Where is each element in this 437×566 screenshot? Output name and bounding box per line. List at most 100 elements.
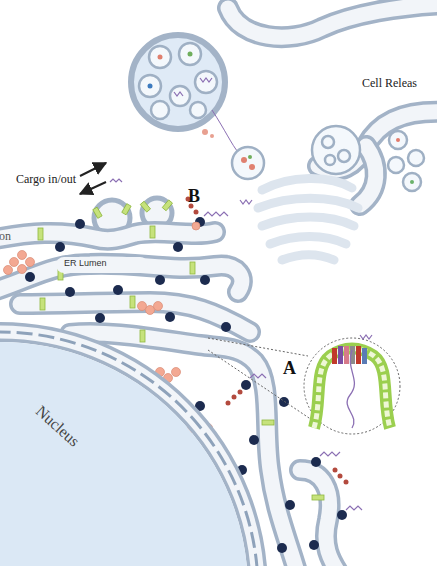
er-membrane xyxy=(300,470,340,566)
vesicle-cargo xyxy=(248,155,252,159)
complex-subunit xyxy=(362,348,367,364)
translocon xyxy=(190,262,195,274)
golgi-cisterna xyxy=(262,217,354,226)
golgi-cisterna xyxy=(262,178,352,190)
translocon xyxy=(40,298,45,310)
ribosome xyxy=(65,287,75,297)
mrna-strand xyxy=(240,200,252,204)
complex-subunit xyxy=(332,348,337,364)
ribosome xyxy=(337,510,347,520)
exosome xyxy=(389,131,407,149)
translocon xyxy=(162,200,172,211)
chain-bead xyxy=(232,395,237,400)
ribosome xyxy=(249,435,259,445)
exosome xyxy=(408,150,424,166)
exosome-cargo xyxy=(396,138,400,142)
chain-bead xyxy=(238,390,243,395)
plasma-membrane-inner xyxy=(228,4,437,37)
aggregate-bead xyxy=(154,302,163,311)
intraluminal-vesicle xyxy=(151,101,169,119)
cropped-text: on xyxy=(0,229,11,244)
chain-bead xyxy=(338,474,343,479)
translocon xyxy=(140,330,145,342)
lumen-fill xyxy=(56,257,148,273)
plasma-membrane xyxy=(360,146,376,205)
ribosome xyxy=(173,242,183,252)
exosome xyxy=(388,157,404,173)
rna-strand xyxy=(174,92,183,96)
cargo-arrow xyxy=(80,163,106,176)
plasma-membrane-inner xyxy=(360,146,376,205)
chain-bead xyxy=(226,401,231,406)
vesicle-cargo xyxy=(148,84,153,89)
ribosome xyxy=(75,219,85,229)
intraluminal-vesicle xyxy=(322,136,334,148)
rna-strand xyxy=(200,78,212,82)
callout-leader xyxy=(208,350,318,424)
er-lumen-band xyxy=(0,232,215,240)
mrna-strand xyxy=(346,506,362,510)
complex-subunit xyxy=(356,346,361,364)
er-membrane xyxy=(0,232,215,240)
ribosome xyxy=(155,275,165,285)
aggregate-bead xyxy=(26,258,35,267)
intraluminal-vesicle xyxy=(190,102,206,118)
multivesicular-body xyxy=(131,35,225,129)
ribosome xyxy=(285,500,295,510)
nucleus-shape: Nucleus xyxy=(0,330,272,566)
ribosome xyxy=(165,312,175,322)
translocon xyxy=(140,201,150,212)
ribosome xyxy=(241,380,251,390)
nuclear-pore-line xyxy=(0,332,258,566)
mrna-strand xyxy=(204,212,228,216)
nuclear-envelope xyxy=(0,332,258,566)
intraluminal-vesicle xyxy=(149,46,171,68)
aggregate-bead xyxy=(18,251,27,260)
ribosome xyxy=(113,285,123,295)
aggregate-bead xyxy=(192,222,200,230)
golgi-cisterna xyxy=(282,255,334,260)
magnifier-circle xyxy=(304,338,400,434)
translocon xyxy=(312,495,324,500)
translocon xyxy=(130,296,135,308)
aggregate-bead xyxy=(18,265,27,274)
ribosome xyxy=(221,322,231,332)
vesicle-cargo xyxy=(188,52,193,57)
aggregate-bead xyxy=(10,258,19,267)
aggregate-bead xyxy=(172,368,181,377)
mrna-strand xyxy=(360,335,372,339)
aggregate-bead xyxy=(138,302,147,311)
vesicle-cargo xyxy=(249,164,255,170)
panel-letter: A xyxy=(283,358,296,379)
callout-text: Cell Releas xyxy=(362,76,417,91)
nucleoplasm xyxy=(0,342,248,566)
released-cargo xyxy=(202,129,208,135)
ribosome xyxy=(25,272,35,282)
aggregate-bead xyxy=(4,266,13,275)
cargo-arrow xyxy=(80,182,106,194)
translocon xyxy=(262,420,274,425)
exosome xyxy=(403,173,421,191)
perinuclear-space xyxy=(0,332,258,566)
panel-letter: B xyxy=(188,186,200,207)
golgi-cisterna xyxy=(270,237,346,245)
intraluminal-vesicle xyxy=(338,150,350,162)
transport-vesicle xyxy=(232,147,264,179)
ribosome xyxy=(309,540,319,550)
aggregate-bead xyxy=(146,306,155,315)
vesicle-cargo xyxy=(158,55,163,60)
chain-bead xyxy=(194,210,199,215)
callout-leader xyxy=(208,338,308,356)
polypeptide-strand xyxy=(347,350,354,428)
ribosome xyxy=(311,457,321,467)
connector-strand xyxy=(212,110,238,152)
exosome-cargo xyxy=(410,180,414,184)
fusing-mvb xyxy=(312,126,360,174)
vesicle-cargo xyxy=(241,157,247,163)
intraluminal-vesicle xyxy=(179,43,201,65)
ribosome xyxy=(277,543,287,553)
intraluminal-vesicle xyxy=(139,75,161,97)
